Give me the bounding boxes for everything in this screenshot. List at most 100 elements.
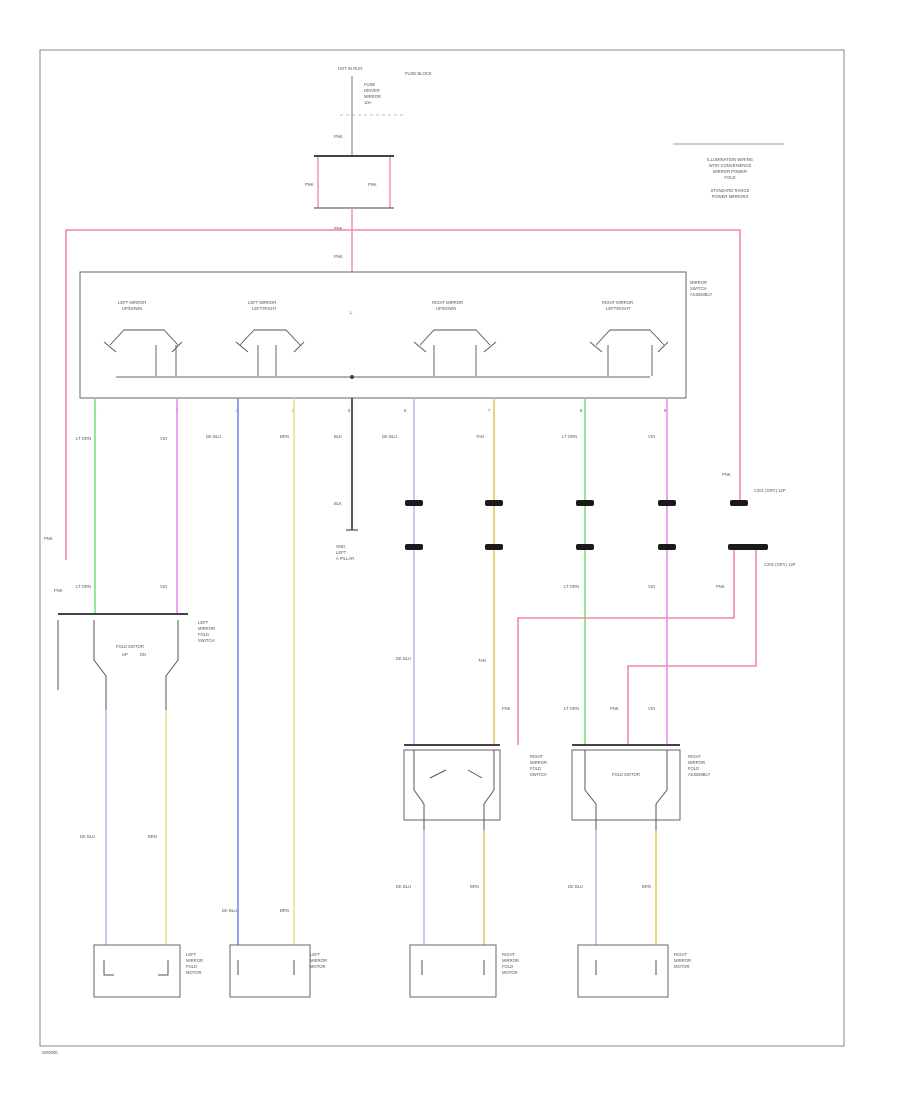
source-label: HOT IN RUN: [338, 66, 362, 71]
lfm-2: MIRROR: [186, 958, 203, 963]
lbl-brn-3: BRN: [280, 908, 289, 913]
outer-frame: [39, 49, 845, 1047]
lbl-tan-1: TAN: [476, 434, 484, 439]
lmm-3: MOTOR: [310, 964, 326, 969]
lbl-vio-3: VIO: [160, 584, 168, 589]
c201-label: C201 (GRY) 12P: [754, 488, 786, 493]
fold-sw-title: FOLD MOTOR: [116, 644, 144, 649]
ground-label-1: GND: [336, 544, 345, 549]
lbl-blk-1: BLK: [334, 434, 342, 439]
title-block: ILLUMINATION WIRING WITH CONVENIENCE MIR…: [673, 143, 784, 199]
lmm-2: MIRROR: [310, 958, 327, 963]
lbl-brn-2: BRN: [148, 834, 157, 839]
lmm-1: LEFT: [310, 952, 321, 957]
lbl-brn-1: BRN: [280, 434, 289, 439]
rfm-2: MIRROR: [502, 958, 519, 963]
feed-pnk-2: PNK: [334, 254, 343, 259]
sw-right-lr-2: LEFT/RIGHT: [606, 306, 631, 311]
rsw-a-3: FOLD: [530, 766, 541, 771]
sw-left-up-2: UP/DOWN: [122, 306, 142, 311]
sw-right-up-1: RIGHT MIRROR: [432, 300, 463, 305]
left-mirror-motor: LEFT MIRROR MOTOR: [229, 944, 327, 998]
switch-contacts: [103, 329, 669, 376]
left-pillar-4: SWITCH: [198, 638, 215, 643]
rfm-3: FOLD: [502, 964, 513, 969]
fuse-block-label: FUSE BLOCK: [405, 71, 432, 76]
module-pins: 1 2 3 4 5 6 7 8 9: [94, 408, 667, 413]
lbl-dkblu-5: DK BLU: [222, 908, 237, 913]
rfm-4: MOTOR: [502, 970, 518, 975]
rsw-b-3: FOLD: [688, 766, 699, 771]
lfm-3: FOLD: [186, 964, 197, 969]
fuse-line-4: 10A: [364, 100, 372, 105]
right-fold-switch-b: FOLD MOTOR RIGHT MIRROR FOLD ASSEMBLY: [571, 744, 710, 945]
sw-common: L: [350, 310, 353, 315]
lbl-pnk-2: PNK: [722, 472, 731, 477]
module-label-3: ASSEMBLY: [690, 292, 712, 297]
pin-7: 7: [488, 408, 491, 413]
rsw-a-1: RIGHT: [530, 754, 543, 759]
lbl-pnk-5: PNK: [502, 706, 511, 711]
splice-pnk-l: PNK: [305, 182, 314, 187]
rsw-b-4: ASSEMBLY: [688, 772, 710, 777]
sw-right-up-2: UP/DOWN: [436, 306, 456, 311]
splice-pnk-r: PNK: [368, 182, 377, 187]
ground-label-2: LEFT: [336, 550, 347, 555]
fold-sw-dn: DN: [140, 652, 146, 657]
rsw-a-4: SWITCH: [530, 772, 547, 777]
rfm-1: RIGHT: [502, 952, 515, 957]
c202-label: C202 (GRY) 12P: [764, 562, 796, 567]
left-pillar-2: MIRROR: [198, 626, 215, 631]
module-label-1: MIRROR: [690, 280, 707, 285]
lfm-1: LEFT: [186, 952, 197, 957]
fuse-line-1: FUSE: [364, 82, 375, 87]
fold-sw-b-title: FOLD MOTOR: [612, 772, 640, 777]
pin-9: 9: [664, 408, 667, 413]
footer-code: W00000: [42, 1050, 58, 1055]
lbl-ltgrn-1: LT GRN: [76, 436, 91, 441]
pink-supply-wire: [65, 229, 741, 560]
module-wires: [94, 398, 668, 945]
pin-8: 8: [580, 408, 583, 413]
lbl-ltgrn-2: LT GRN: [562, 434, 577, 439]
connector-c202: [405, 544, 768, 550]
sw-left-lr-1: LEFT MIRROR: [248, 300, 276, 305]
pin-6: 6: [404, 408, 407, 413]
pink-branch-1: [517, 550, 735, 745]
master-switch-module: MIRROR SWITCH ASSEMBLY LEFT MIRROR UP/DO…: [79, 271, 712, 399]
lbl-dkblu-4: DK BLU: [80, 834, 95, 839]
title-line-5: STANDARD RANGE: [711, 188, 750, 193]
fuse-line-2: DRIVER: [364, 88, 380, 93]
connector-c201: [405, 500, 748, 506]
left-fold-switch: FOLD MOTOR UP DN LEFT MIRROR FOLD SWITCH: [57, 613, 215, 940]
left-fold-motor: LEFT MIRROR FOLD MOTOR: [93, 944, 203, 998]
right-fold-motor: RIGHT MIRROR FOLD MOTOR: [409, 944, 519, 998]
lbl-vio-4: VIO: [648, 584, 656, 589]
lbl-dkblu-6: DK BLU: [396, 884, 411, 889]
fold-sw-up: UP: [122, 652, 128, 657]
lbl-dkblu-1: DK BLU: [206, 434, 221, 439]
left-pillar-1: LEFT: [198, 620, 209, 625]
lfm-4: MOTOR: [186, 970, 202, 975]
lbl-pnk-6: PNK: [610, 706, 619, 711]
title-line-4: FOLD: [724, 175, 735, 180]
wire-color-labels: LT GRN VIO DK BLU BRN BLK BLK DK BLU TAN…: [44, 434, 731, 913]
right-mirror-motor: RIGHT MIRROR MOTOR: [577, 944, 691, 998]
title-line-1: ILLUMINATION WIRING: [707, 157, 753, 162]
lbl-ltgrn-5: LT GRN: [564, 706, 579, 711]
left-pillar-3: FOLD: [198, 632, 209, 637]
top-wire-label: PNK: [334, 134, 343, 139]
rsw-b-2: MIRROR: [688, 760, 705, 765]
title-line-2: WITH CONVENIENCE: [709, 163, 752, 168]
right-fold-switch-a: RIGHT MIRROR FOLD SWITCH: [403, 744, 547, 945]
lbl-pnk-4: PNK: [716, 584, 725, 589]
ground-label-3: A PILLAR: [336, 556, 354, 561]
pin-5: 5: [348, 408, 351, 413]
lbl-ltgrn-3: LT GRN: [76, 584, 91, 589]
lbl-brn-5: BRN: [642, 884, 651, 889]
module-label-2: SWITCH: [690, 286, 707, 291]
lbl-blk-2: BLK: [334, 501, 342, 506]
fuse-line-3: MIRROR: [364, 94, 381, 99]
lbl-ltgrn-4: LT GRN: [564, 584, 579, 589]
